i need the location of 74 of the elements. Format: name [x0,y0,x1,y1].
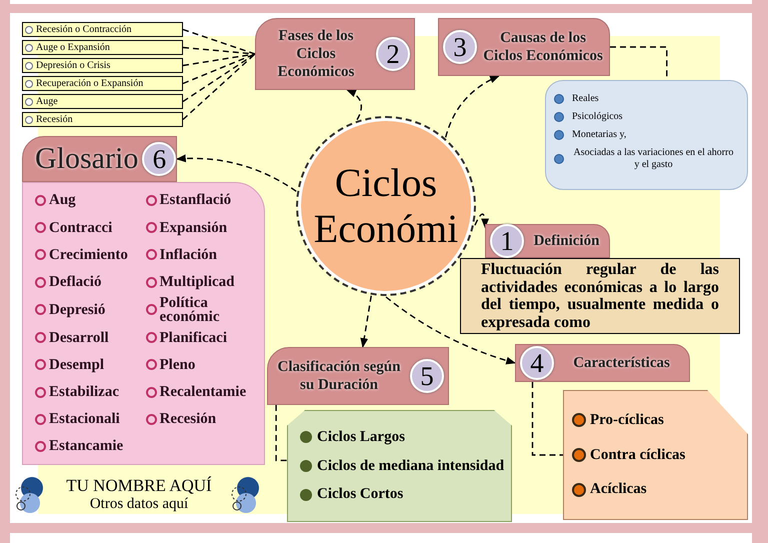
phase-box [22,58,183,73]
phase-label: Auge o Expansión [36,42,110,52]
list-item: Ciclos Largos [317,428,405,448]
phase-box [22,94,183,109]
number-badge: 2 [376,37,410,71]
list-panel [287,410,512,522]
header-title: Causas de los Ciclos Económicos [482,29,604,65]
phase-label: Auge [36,96,58,106]
definition-box [460,258,740,334]
glossary-term: Depresió [49,302,106,318]
glossary-term: Desarroll [49,330,110,345]
phase-box [22,22,183,37]
header-title: Fases de los Ciclos Económicos [276,27,356,81]
glossary-term: Inflación [160,248,218,262]
number-badge: 4 [520,346,554,380]
list-item: Pro-cíclicas [590,411,664,430]
list-item: Reales [572,93,600,105]
phase-label: Recesión o Contracción [36,24,132,34]
glossary-term: Deflació [49,274,102,290]
glossary-term: Recesión [160,412,218,426]
list-item: Monetarias y, [572,129,628,141]
author-text: TU NOMBRE AQUÍ [66,477,212,496]
header-title: Clasificación según su Duración [276,358,402,394]
number-badge: 6 [142,142,176,176]
list-item: Contra cíclicas [590,446,686,465]
list-item: Ciclos Cortos [317,485,404,504]
glossary-term: Política económic [160,296,220,324]
header-title: Características [572,354,671,372]
number-badge: 1 [490,224,524,258]
glossary-term: Contracci [49,220,114,235]
header-title: Definición [532,232,600,250]
phase-label: Recesión [36,114,73,124]
section-header [267,347,449,405]
glossary-term: Estancamie [49,439,124,454]
phase-label: Recuperación o Expansión [36,78,144,88]
header-title: Glosario [34,144,138,174]
connector-arrow [346,89,362,120]
topic-title: Ciclos Económi [312,160,460,252]
number-badge: 5 [410,359,444,393]
phase-box [22,40,183,55]
glossary-term: Crecimiento [49,248,129,262]
glossary-term: Planificaci [160,330,228,345]
connector-arrow [176,154,297,192]
glossary-term: Multiplicad [160,274,236,290]
glossary-term: Recalentamie [160,384,248,400]
section-header [438,18,610,76]
glossary-panel [22,182,265,465]
phase-box [22,112,183,127]
connector-arrow [474,214,489,228]
section-header [22,136,177,182]
glossary-term: Pleno [160,358,196,372]
phase-label: Depresión o Crisis [36,60,110,70]
glossary-term: Aug [49,193,77,208]
connector-arrow [386,296,516,364]
author-text: Otros datos aquí [90,496,188,513]
list-panel [563,390,748,520]
number-badge: 3 [443,30,477,64]
glossary-term: Estabilizac [49,384,120,400]
connector-arrow [360,296,372,348]
section-header [255,18,415,90]
glossary-term: Estanflació [160,193,232,208]
list-item: Asociadas a las variaciones en el ahorro y el gasto [572,147,734,171]
definition-text: Fluctuación regular de las actividades económicas a lo largo del tiempo, usualmente medida o expresada como [481,261,719,332]
list-item: Ciclos de mediana intensidad [317,456,504,476]
glossary-term: Desempl [49,358,105,372]
list-item: Acíclicas [590,480,647,500]
glossary-term: Estacionali [49,412,121,426]
section-header [515,344,690,382]
glossary-term: Expansión [160,220,228,235]
connector-arrow [444,75,500,138]
section-header [485,224,610,258]
list-panel [545,80,748,190]
phase-box [22,76,183,91]
list-item: Psicológicos [572,111,624,123]
